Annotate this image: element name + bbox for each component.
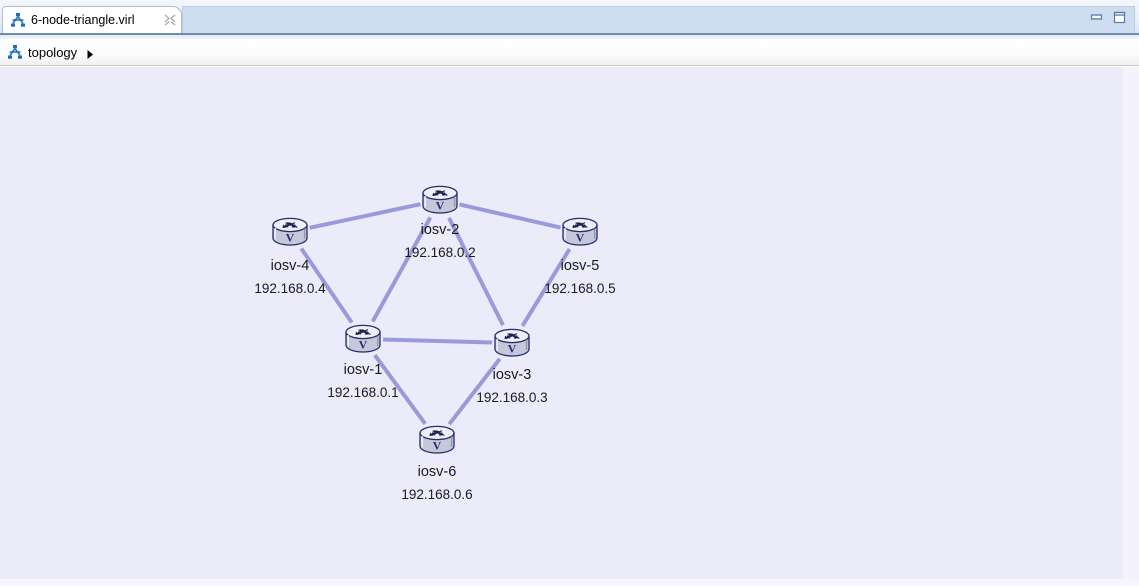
tab-bar-empty-area: [182, 6, 1135, 33]
breadcrumb: topology: [0, 39, 1139, 66]
svg-text:V: V: [286, 230, 295, 244]
topology-node-iosv-6[interactable]: V: [417, 424, 457, 456]
editor-tab-6-node-triangle[interactable]: 6-node-triangle.virl: [2, 6, 182, 34]
topology-link[interactable]: [370, 216, 433, 323]
topology-link[interactable]: [309, 202, 421, 230]
window-controls: [1090, 11, 1126, 24]
chevron-right-icon[interactable]: [86, 47, 95, 59]
tab-bar-underline: [0, 33, 1139, 35]
editor-tab-bar: 6-node-triangle.virl: [0, 0, 1139, 39]
topology-link[interactable]: [447, 357, 502, 426]
topology-node-iosv-2[interactable]: V: [420, 184, 460, 216]
svg-text:V: V: [359, 337, 368, 351]
breadcrumb-item-topology[interactable]: topology: [7, 42, 95, 62]
tab-bar-underline-gradient: [0, 35, 1139, 39]
topology-icon: [7, 44, 23, 60]
topology-link[interactable]: [520, 248, 572, 327]
topology-icon: [10, 12, 26, 28]
topology-link[interactable]: [382, 337, 493, 345]
topology-node-iosv-1[interactable]: V: [343, 323, 383, 355]
breadcrumb-label: topology: [28, 44, 78, 60]
svg-text:V: V: [433, 438, 442, 452]
horizontal-scrollbar[interactable]: [0, 579, 1139, 586]
vertical-scrollbar[interactable]: [1123, 67, 1139, 586]
svg-text:V: V: [508, 341, 517, 355]
topology-link[interactable]: [459, 202, 561, 230]
editor-tab-label: 6-node-triangle.virl: [31, 13, 135, 27]
topology-links-layer: [299, 202, 572, 426]
minimize-icon[interactable]: [1090, 11, 1103, 24]
topology-node-iosv-4[interactable]: V: [270, 216, 310, 248]
topology-node-iosv-3[interactable]: V: [492, 327, 532, 359]
topology-node-iosv-5[interactable]: V: [560, 216, 600, 248]
topology-link[interactable]: [299, 247, 354, 324]
topology-link[interactable]: [447, 216, 505, 327]
topology-link[interactable]: [373, 353, 427, 426]
svg-text:V: V: [436, 198, 445, 212]
svg-text:V: V: [576, 230, 585, 244]
close-icon[interactable]: [163, 13, 177, 27]
maximize-icon[interactable]: [1113, 11, 1126, 24]
